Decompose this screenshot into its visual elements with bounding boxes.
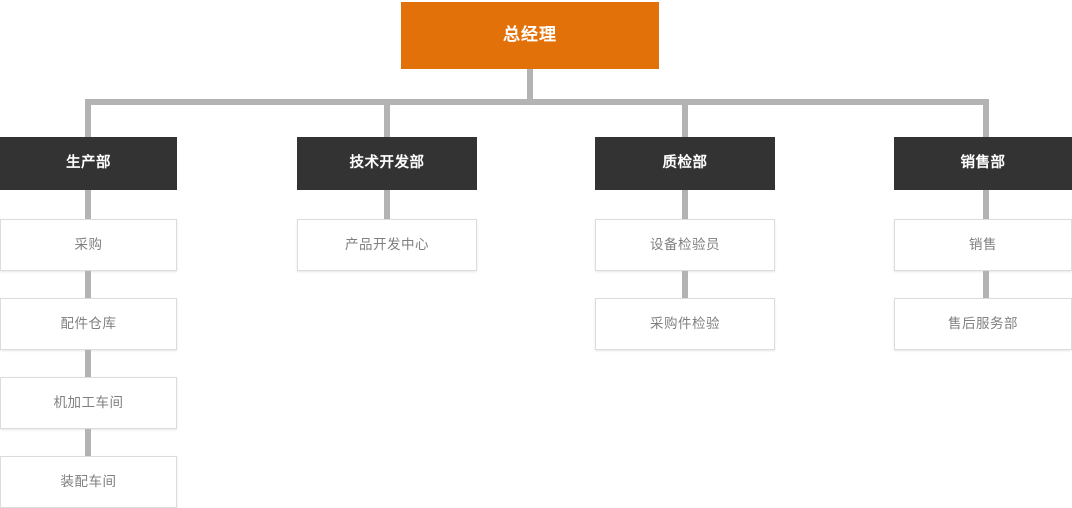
connector-purchasing-to-parts-warehouse <box>85 271 91 299</box>
org-node-unit-machining-workshop[interactable]: 机加工车间 <box>0 377 177 429</box>
org-node-dept-technical-development[interactable]: 技术开发部 <box>297 137 477 190</box>
connector-equipment-inspector-to-purchased-parts <box>682 271 688 299</box>
org-node-unit-purchased-parts-inspection[interactable]: 采购件检验 <box>595 298 775 350</box>
connector-technical-to-product-dev-center <box>384 190 390 220</box>
connector-bus-to-dept-4 <box>983 99 989 138</box>
org-node-unit-product-development-center[interactable]: 产品开发中心 <box>297 219 477 271</box>
org-node-root[interactable]: 总经理 <box>401 2 659 69</box>
connector-bus-to-dept-1 <box>85 99 91 138</box>
connector-root-down <box>527 69 533 101</box>
org-node-unit-assembly-workshop[interactable]: 装配车间 <box>0 456 177 508</box>
org-node-unit-parts-warehouse[interactable]: 配件仓库 <box>0 298 177 350</box>
org-node-dept-quality-inspection[interactable]: 质检部 <box>595 137 775 190</box>
connector-quality-to-equipment-inspector <box>682 190 688 220</box>
connector-bus-level2 <box>85 99 989 105</box>
connector-bus-to-dept-2 <box>384 99 390 138</box>
connector-parts-warehouse-to-machining <box>85 350 91 378</box>
org-node-dept-sales[interactable]: 销售部 <box>894 137 1072 190</box>
org-node-dept-production[interactable]: 生产部 <box>0 137 177 190</box>
org-node-unit-equipment-inspector[interactable]: 设备检验员 <box>595 219 775 271</box>
org-node-unit-after-sales-service[interactable]: 售后服务部 <box>894 298 1072 350</box>
connector-machining-to-assembly <box>85 429 91 457</box>
org-node-unit-sales[interactable]: 销售 <box>894 219 1072 271</box>
connector-production-to-purchasing <box>85 190 91 220</box>
connector-bus-to-dept-3 <box>682 99 688 138</box>
connector-sales-dept-to-sales <box>983 190 989 220</box>
connector-sales-to-after-sales-service <box>983 271 989 299</box>
org-node-unit-purchasing[interactable]: 采购 <box>0 219 177 271</box>
